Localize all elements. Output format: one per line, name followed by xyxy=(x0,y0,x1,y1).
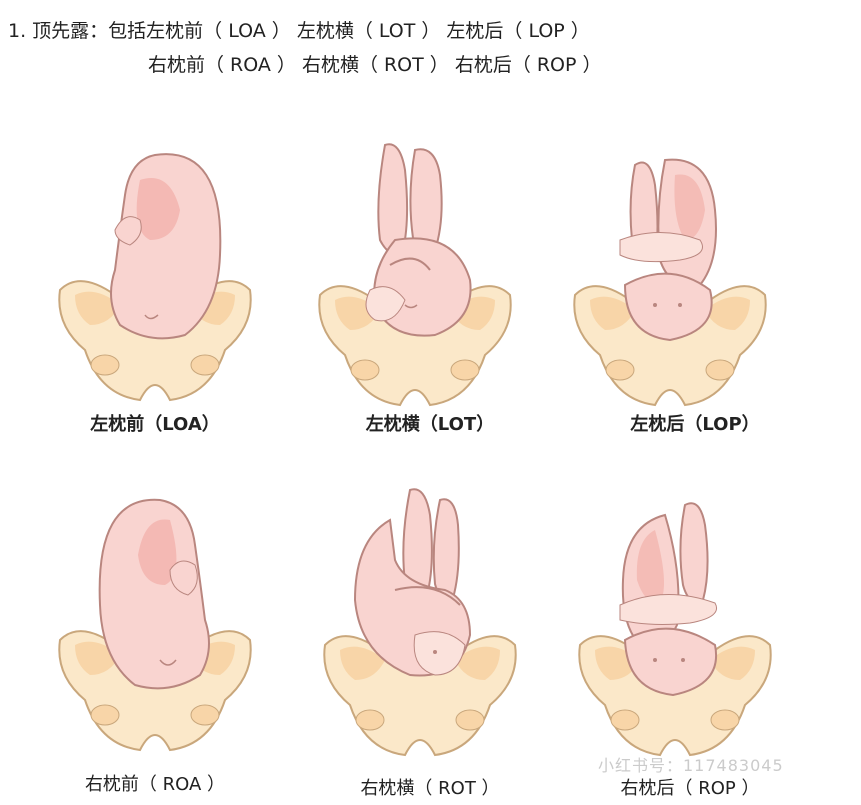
panel-lot: 左枕横（LOT） xyxy=(295,110,565,435)
panel-label: 左枕前（LOA） xyxy=(90,414,220,435)
watermark: 小红书号：117483045 xyxy=(598,756,784,775)
illustration-lop xyxy=(573,158,767,407)
panel-label: 右枕后（ ROP ） xyxy=(620,778,760,799)
heading-line-2: 右枕前（ ROA ） 右枕横（ ROT ） 右枕后（ ROP ） xyxy=(148,54,602,76)
illustration-roa xyxy=(58,498,252,752)
panel-loa: 左枕前（LOA） xyxy=(20,110,290,435)
panel-label: 右枕横（ ROT ） xyxy=(360,778,500,799)
illustration-lot xyxy=(318,143,512,407)
fetus xyxy=(98,498,210,690)
fetus xyxy=(619,502,718,697)
panel-rot: 右枕横（ ROT ） xyxy=(295,480,565,800)
illustration-rot xyxy=(323,488,517,757)
fetus xyxy=(110,153,222,340)
fetus xyxy=(619,158,717,342)
illustration-loa xyxy=(58,153,252,402)
panel-label: 右枕前（ ROA ） xyxy=(84,774,226,795)
heading-line-1: 1. 顶先露：包括左枕前（ LOA ） 左枕横（ LOT ） 左枕后（ LOP … xyxy=(8,20,590,42)
panel-label: 左枕后（LOP） xyxy=(630,414,760,435)
illustration-rop xyxy=(578,502,772,757)
panel-roa: 右枕前（ ROA ） xyxy=(20,470,290,795)
panel-rop: 右枕后（ ROP ） xyxy=(565,485,835,805)
diagram-heading: 1. 顶先露：包括左枕前（ LOA ） 左枕横（ LOT ） 左枕后（ LOP … xyxy=(8,14,602,82)
pelvis xyxy=(573,285,767,407)
fetus xyxy=(353,488,472,677)
pelvis xyxy=(323,635,517,757)
panel-label: 左枕横（LOT） xyxy=(365,414,495,435)
panel-lop: 左枕后（LOP） xyxy=(560,110,830,435)
fetus xyxy=(365,143,472,337)
